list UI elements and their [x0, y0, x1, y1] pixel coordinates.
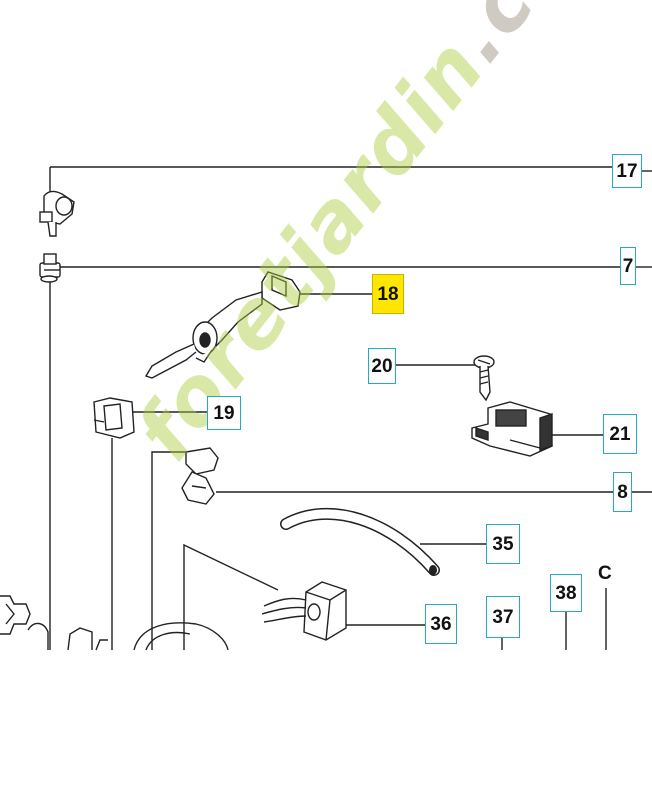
- callout-7[interactable]: 7: [620, 247, 636, 285]
- callout-17[interactable]: 17: [612, 154, 642, 188]
- part-19-clip-icon: [93, 397, 135, 439]
- label-c: C: [598, 563, 612, 584]
- callout-18[interactable]: 18: [372, 274, 404, 314]
- callout-8[interactable]: 8: [613, 472, 632, 512]
- callout-36[interactable]: 36: [425, 604, 457, 644]
- part-21-switch-icon: [471, 401, 553, 457]
- leader-lines: [49, 166, 652, 650]
- part-7-screw-icon: [39, 253, 61, 283]
- part-17-fitting-icon: [39, 190, 75, 237]
- part-20-screw-icon: [473, 355, 495, 402]
- callout-19[interactable]: 19: [207, 396, 241, 430]
- lower-assembly-fragment: [0, 595, 229, 651]
- part-18-trigger-icon: [144, 271, 301, 379]
- callout-38[interactable]: 38: [550, 574, 582, 612]
- callout-20[interactable]: 20: [368, 348, 396, 384]
- part-36-connector-icon: [261, 581, 347, 641]
- part-8-clip-icon: [181, 447, 219, 505]
- callout-37[interactable]: 37: [486, 596, 520, 638]
- part-35-hose-icon: [280, 507, 440, 576]
- callout-35[interactable]: 35: [486, 524, 520, 564]
- callout-21[interactable]: 21: [603, 414, 637, 454]
